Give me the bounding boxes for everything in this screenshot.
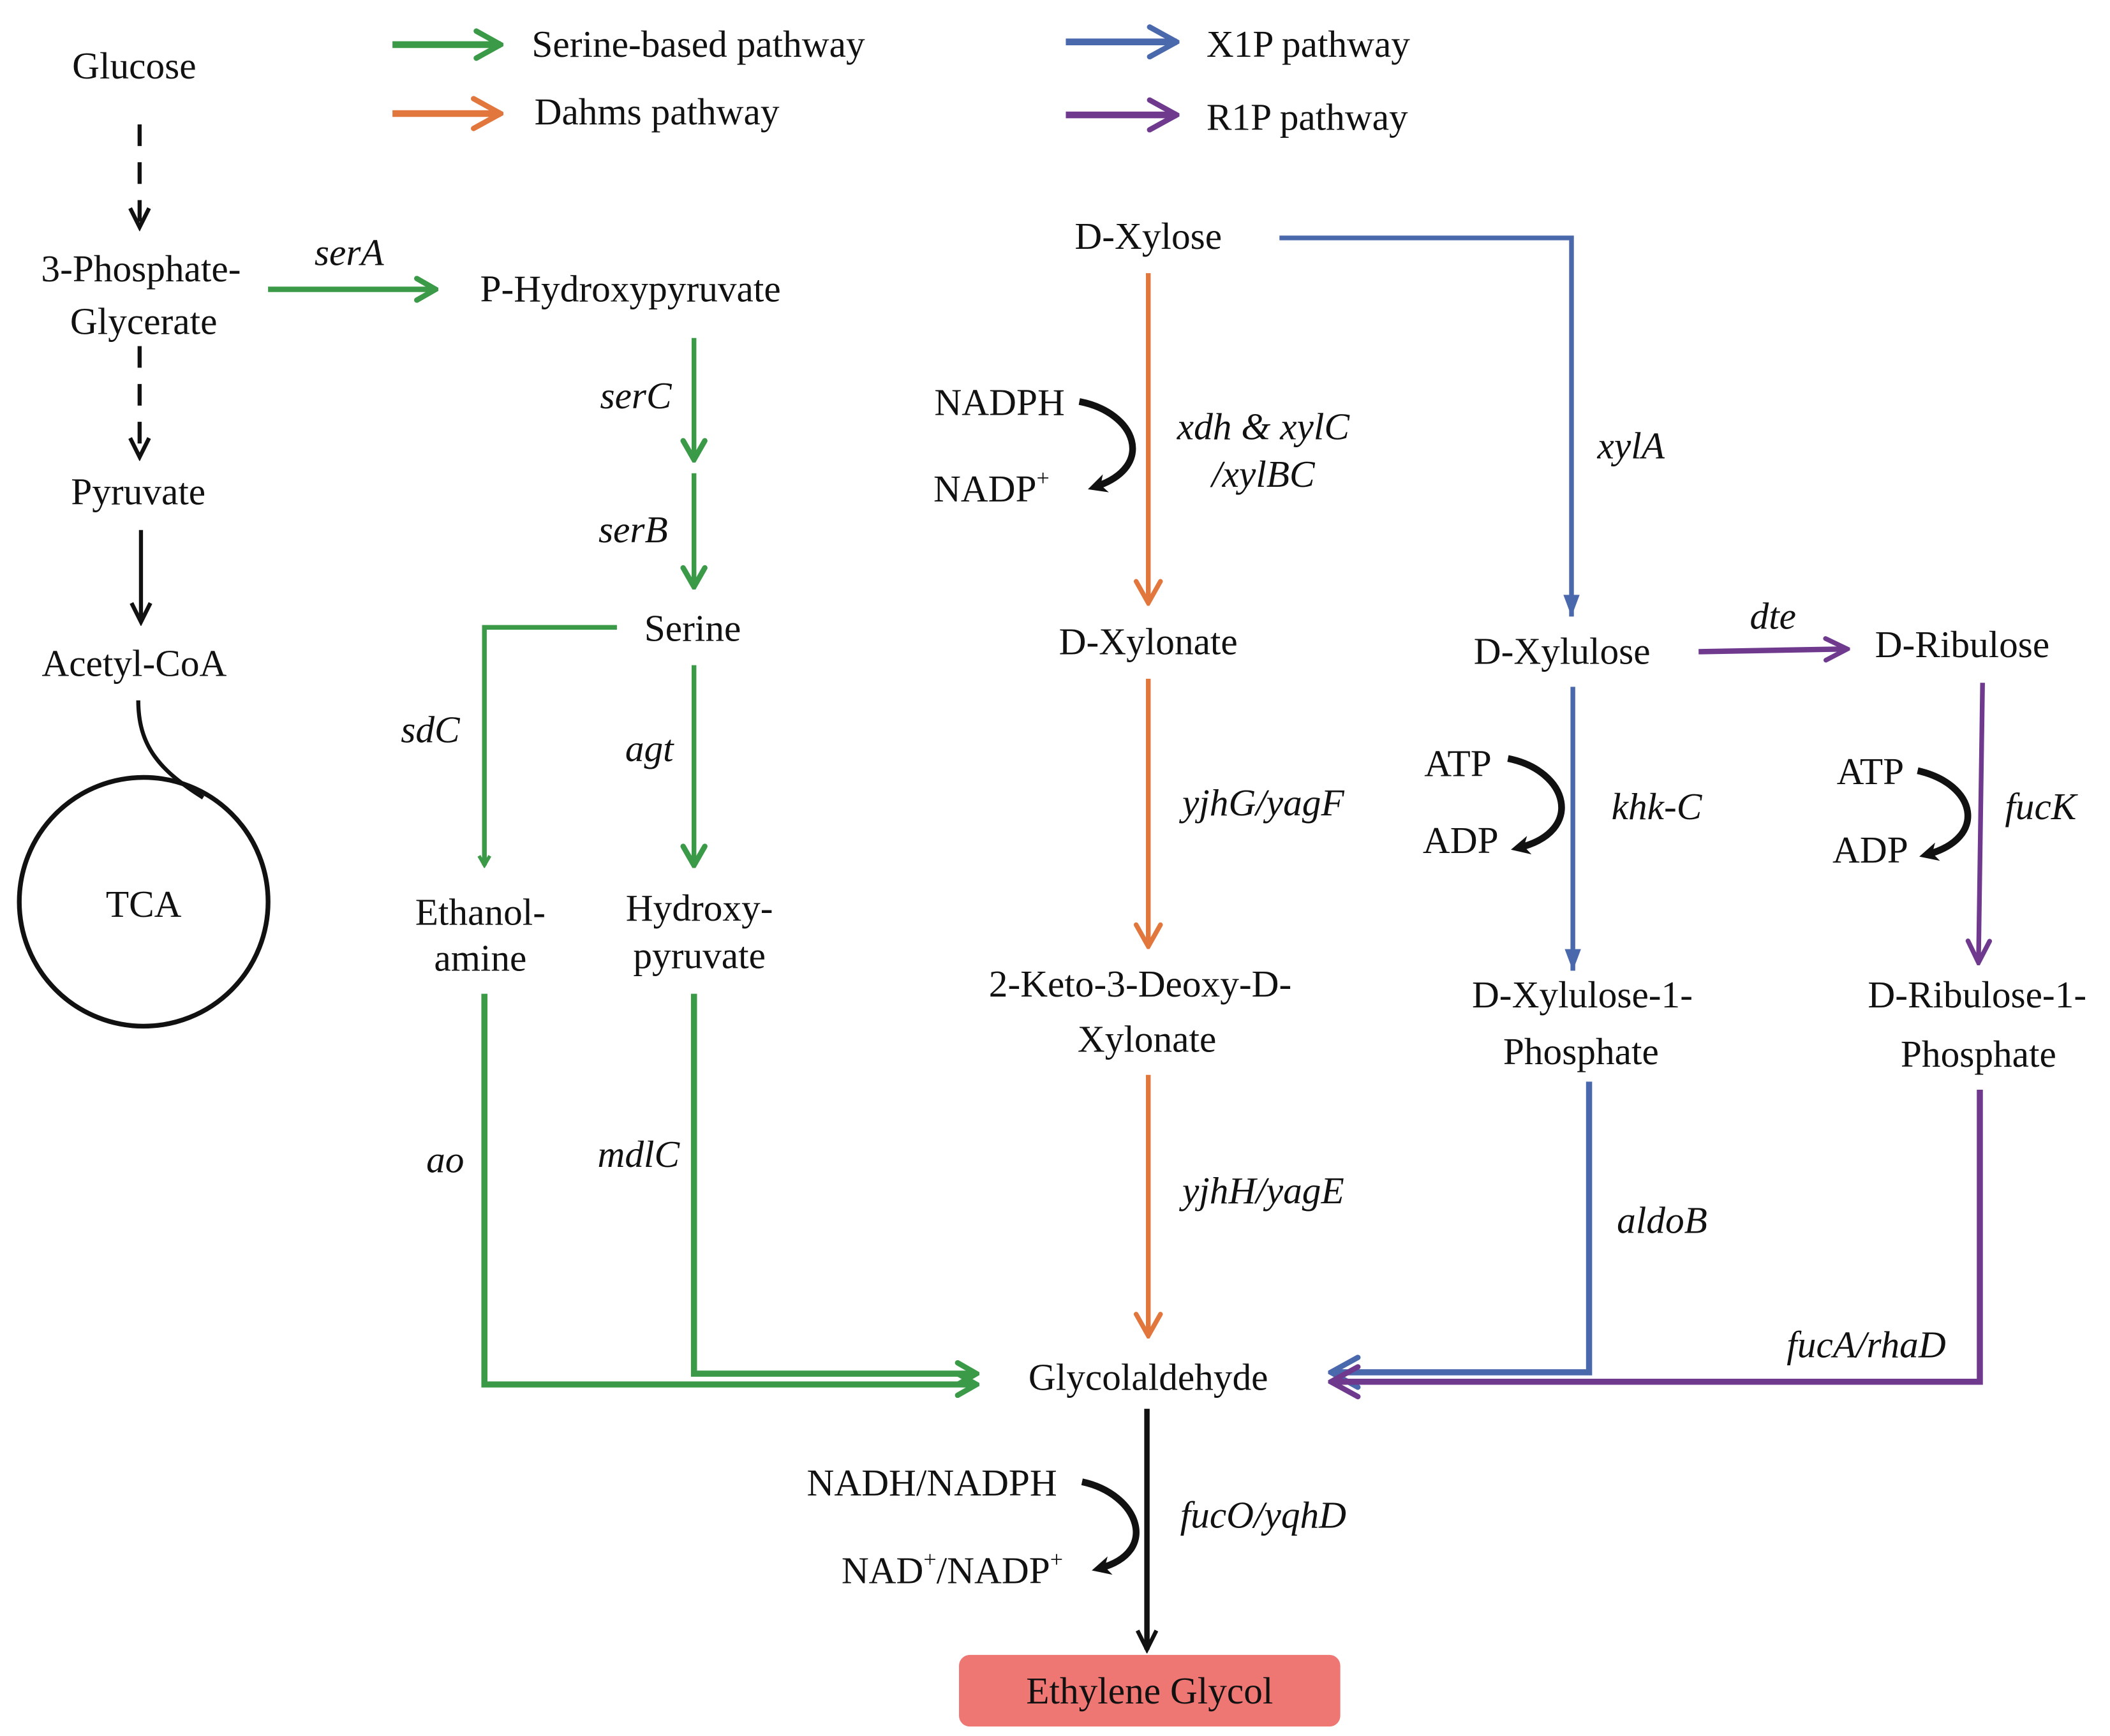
enzyme-yjhH: yjhH/yagE	[1179, 1169, 1344, 1212]
cofactor-atp2: ATP	[1837, 750, 1905, 792]
metabolite-glycolaldehyde: Glycolaldehyde	[1029, 1356, 1268, 1398]
enzyme-yjhG: yjhG/yagF	[1179, 782, 1344, 824]
arrow-x1p-glycolaldehyde	[1331, 1081, 1593, 1372]
glycolysis-branch: Glucose 3-Phosphate- Glycerate Pyruvate …	[17, 45, 271, 1029]
arrow-serine-ethanolamine	[484, 625, 617, 865]
enzyme-xdh-line1: xdh & xylC	[1177, 406, 1351, 448]
metabolite-3-phosphoglycerate-line2: Glycerate	[70, 300, 218, 342]
metabolite-ethanolamine-line2: amine	[434, 937, 526, 979]
metabolite-ethanolamine-line1: Ethanol-	[415, 891, 546, 933]
enzyme-fucA: fucA/rhaD	[1787, 1324, 1945, 1366]
arrow-xylulose-ribulose	[1698, 649, 1847, 651]
tca-cycle-circle	[17, 775, 271, 1029]
cofactor-nadh-nadph: NADH/NADPH	[807, 1462, 1057, 1504]
metabolite-p-hydroxypyruvate: P-Hydroxypyruvate	[480, 268, 780, 310]
metabolite-serine: Serine	[644, 607, 741, 649]
legend-item-x1p: X1P pathway	[1066, 23, 1410, 65]
cofactor-arrow-atp2	[1917, 767, 1972, 861]
legend-label-x1p: X1P pathway	[1207, 23, 1410, 65]
metabolite-r1p-line2: Phosphate	[1901, 1033, 2056, 1075]
metabolite-d-xylose: D-Xylose	[1074, 215, 1222, 257]
dahms-pathway: D-Xylose NADPH NADP+ xdh & xylC /xylBC D…	[933, 215, 1350, 1336]
legend-item-r1p: R1P pathway	[1066, 96, 1408, 138]
cofactor-nadph: NADPH	[934, 382, 1064, 424]
enzyme-xylA: xylA	[1597, 424, 1665, 466]
enzyme-xdh-line2: /xylBC	[1210, 453, 1316, 495]
cofactor-nad-nadp-plus: NAD+/NADP+	[842, 1547, 1063, 1591]
metabolite-d-ribulose: D-Ribulose	[1875, 623, 2050, 665]
enzyme-khk-C: khk-C	[1612, 785, 1703, 827]
metabolite-r1p-line1: D-Ribulose-1-	[1868, 974, 2086, 1016]
metabolite-glucose: Glucose	[72, 45, 196, 87]
legend-item-dahms: Dahms pathway	[392, 91, 780, 133]
enzyme-fucK: fucK	[2005, 785, 2078, 827]
legend-label-dahms: Dahms pathway	[535, 91, 780, 133]
x1p-pathway: xylA D-Xylulose ATP ADP khk-C D-Xylulose…	[1279, 235, 1707, 1372]
enzyme-dte: dte	[1750, 595, 1796, 637]
cofactor-adp1: ADP	[1423, 819, 1499, 861]
legend-label-serine: Serine-based pathway	[531, 23, 865, 65]
metabolite-pyruvate: Pyruvate	[71, 470, 205, 512]
metabolite-x1p-line1: D-Xylulose-1-	[1472, 974, 1693, 1016]
enzyme-serA: serA	[315, 231, 385, 273]
final-step: Glycolaldehyde NADH/NADPH NAD+/NADP+ fuc…	[807, 1356, 1346, 1727]
enzyme-serC: serC	[600, 375, 673, 417]
metabolite-hydroxypyruvate-line1: Hydroxy-	[626, 887, 773, 929]
product-ethylene-glycol: Ethylene Glycol	[1026, 1670, 1273, 1712]
metabolite-x1p-line2: Phosphate	[1503, 1030, 1659, 1072]
metabolite-3-phosphoglycerate-line1: 3-Phosphate-	[41, 248, 241, 290]
cofactor-adp2: ADP	[1832, 829, 1908, 871]
arrow-ribulose-r1p	[1979, 683, 1982, 963]
cofactor-arrow-nadph	[1078, 398, 1136, 493]
enzyme-sdC: sdC	[401, 708, 461, 750]
arrow-xylose-xylulose	[1279, 235, 1580, 617]
r1p-pathway: dte D-Ribulose ATP ADP fucK D-Ribulose-1…	[1331, 595, 2086, 1381]
arrow-hydroxypyruvate-glycolaldehyde	[690, 993, 977, 1374]
cofactor-nadp-plus: NADP+	[933, 465, 1050, 510]
metabolite-acetyl-coa: Acetyl-CoA	[41, 642, 227, 685]
metabolite-hydroxypyruvate-line2: pyruvate	[633, 934, 766, 976]
legend-item-serine: Serine-based pathway	[392, 23, 865, 65]
ethylene-glycol-box	[959, 1654, 1341, 1727]
legend: Serine-based pathway Dahms pathway X1P p…	[392, 23, 1410, 138]
enzyme-ao: ao	[426, 1138, 464, 1180]
cofactor-arrow-atp1	[1507, 755, 1565, 855]
enzyme-fucO: fucO/yqhD	[1180, 1494, 1346, 1536]
metabolite-kdx-line2: Xylonate	[1078, 1018, 1216, 1060]
tca-label: TCA	[106, 883, 182, 925]
enzyme-mdlC: mdlC	[598, 1133, 681, 1175]
arrow-r1p-glycolaldehyde	[1331, 1090, 1983, 1382]
serine-pathway: serA P-Hydroxypyruvate serC serB Serine …	[268, 231, 976, 1384]
metabolite-kdx-line1: 2-Keto-3-Deoxy-D-	[989, 963, 1291, 1005]
legend-label-r1p: R1P pathway	[1207, 96, 1408, 138]
enzyme-serB: serB	[598, 508, 668, 551]
connector-acetylcoa-tca	[136, 700, 205, 799]
metabolite-d-xylonate: D-Xylonate	[1059, 621, 1238, 663]
cofactor-arrow-nadh	[1081, 1478, 1140, 1575]
arrow-ethanolamine-glycolaldehyde	[481, 993, 976, 1384]
cofactor-atp1: ATP	[1424, 742, 1492, 784]
enzyme-agt: agt	[625, 727, 674, 769]
enzyme-aldoB: aldoB	[1617, 1199, 1707, 1242]
metabolite-d-xylulose: D-Xylulose	[1474, 630, 1651, 672]
